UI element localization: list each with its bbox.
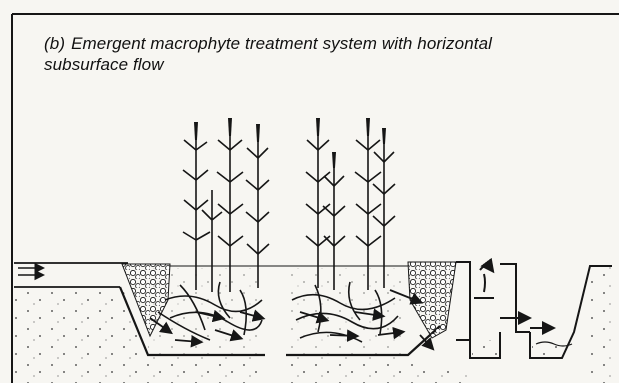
figure-caption: (b) Emergent macrophyte treatment system …	[44, 33, 614, 75]
caption-line-2: subsurface flow	[44, 54, 614, 75]
caption-line-1: Emergent macrophyte treatment system wit…	[71, 34, 492, 53]
reed-plant-right	[306, 124, 395, 290]
reed-seedheads-left	[194, 118, 260, 142]
reed-plant-icon	[183, 124, 269, 292]
figure-label: (b)	[44, 34, 65, 53]
